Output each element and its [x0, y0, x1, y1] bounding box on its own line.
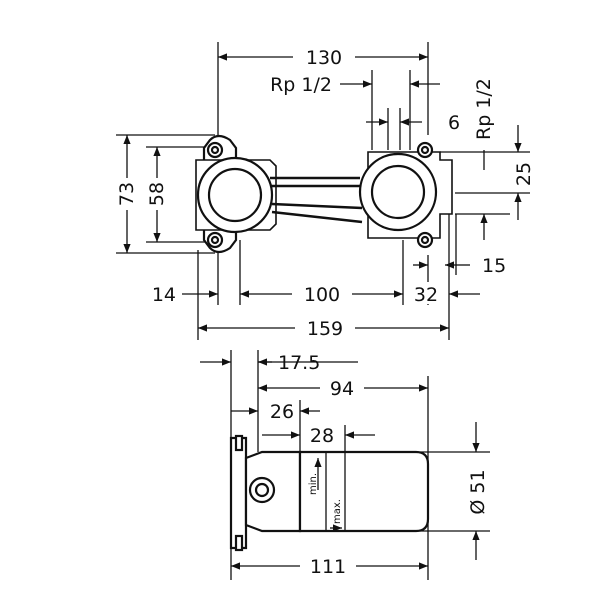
- dim-100: 100: [304, 284, 340, 306]
- dim-6: 6: [448, 112, 460, 134]
- side-view: min. max. 17.5 94 26 28 Ø 51 111: [200, 350, 490, 580]
- dim-159: 159: [307, 318, 343, 340]
- dim-15: 15: [482, 255, 506, 277]
- label-min: min.: [308, 473, 319, 495]
- dim-thread-right: Rp 1/2: [473, 78, 495, 140]
- dim-17-5: 17.5: [278, 352, 320, 374]
- dim-25: 25: [513, 162, 535, 186]
- label-max: max.: [332, 499, 343, 524]
- dim-94: 94: [330, 378, 354, 400]
- dim-32: 32: [414, 284, 438, 306]
- dim-73: 73: [116, 182, 138, 206]
- dim-diameter-51: Ø 51: [467, 469, 489, 514]
- dim-28: 28: [310, 425, 334, 447]
- dim-thread-left: Rp 1/2: [270, 74, 332, 96]
- dim-58: 58: [146, 182, 168, 206]
- dim-26: 26: [270, 401, 294, 423]
- top-view: 130 Rp 1/2 6 Rp 1/2 25 15 73 58 14: [116, 42, 535, 340]
- dim-130: 130: [306, 47, 342, 69]
- dim-14: 14: [152, 284, 176, 306]
- dim-111: 111: [310, 556, 346, 578]
